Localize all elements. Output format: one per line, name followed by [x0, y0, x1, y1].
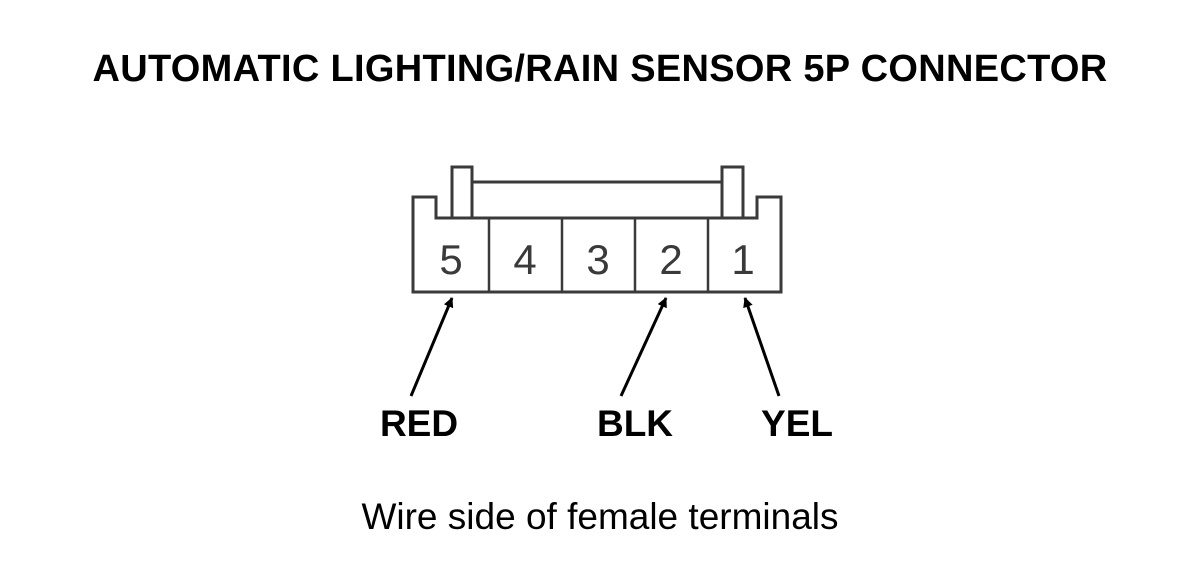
terminal-3-number: 3 [586, 236, 609, 283]
terminal-5-number: 5 [439, 236, 462, 283]
wire-label-yel: YEL [761, 403, 833, 444]
diagram-caption: Wire side of female terminals [361, 496, 839, 537]
connector-housing [411, 165, 783, 294]
terminal-4-number: 4 [513, 236, 536, 283]
arrow-yel-to-terminal-1 [743, 297, 781, 397]
terminal-dividers [487, 218, 710, 292]
wire-label-blk: BLK [597, 403, 673, 444]
wire-label-red: RED [380, 403, 458, 444]
diagram-title: AUTOMATIC LIGHTING/RAIN SENSOR 5P CONNEC… [92, 48, 1108, 90]
terminal-2-number: 2 [659, 236, 682, 283]
arrow-blk-to-terminal-2 [619, 297, 668, 397]
terminal-1-number: 1 [731, 236, 754, 283]
arrow-red-to-terminal-5 [409, 297, 454, 397]
